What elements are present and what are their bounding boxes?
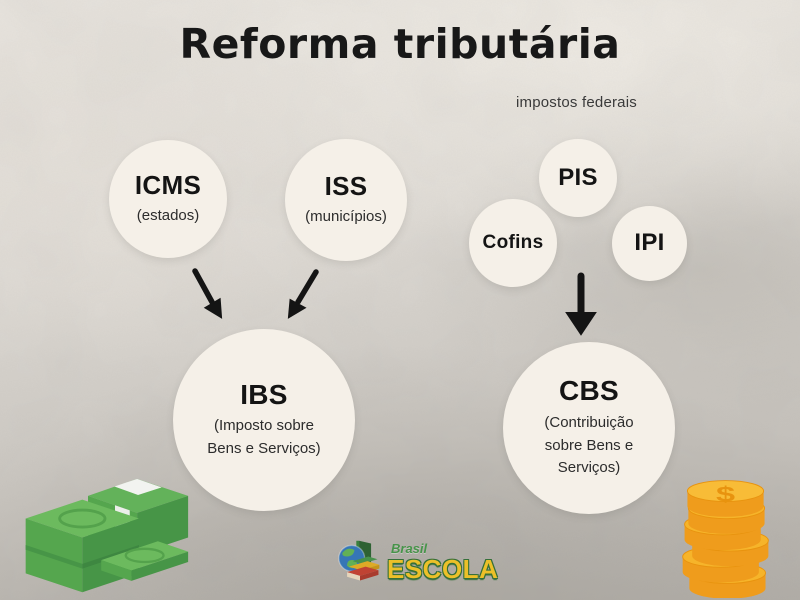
logo-brand-bottom: ESCOLA [387,554,499,584]
svg-text:$: $ [716,483,735,507]
tax-name-pis: PIS [558,163,598,191]
arrow-federal-to-cbs [565,272,597,336]
tax-circle-pis: PIS [539,139,617,217]
arrow-icms-to-ibs [192,268,223,319]
tax-circle-iss: ISS (municípios) [285,139,407,261]
page-title: Reforma tributária [179,20,621,68]
brasil-escola-logo: Brasil ESCOLA [336,538,498,586]
tax-description-cbs: (Contribuição sobre Bens e Serviços) [544,414,634,477]
federal-taxes-group-label: impostos federais [516,94,637,111]
tax-name-icms: ICMS [134,169,202,200]
globe-books-icon [338,540,380,581]
tax-circle-ibs: IBS (Imposto sobre Bens e Serviços) [173,329,355,511]
tax-circle-icms: ICMS (estados) [109,140,227,258]
dollar-sign-icon: $ [716,483,735,507]
tax-name-cofins: Cofins [482,231,544,253]
tax-description-ibs: (Imposto sobre Bens e Serviços) [207,417,321,457]
tax-name-ipi: IPI [634,229,665,257]
money-stack-illustration [25,478,189,593]
logo-text: Brasil ESCOLA [387,542,498,582]
tax-name-cbs: CBS [558,375,620,407]
tax-name-ibs: IBS [240,378,288,410]
tax-circle-ipi: IPI [612,206,687,281]
tax-scope-iss: (municípios) [305,207,387,225]
tax-circle-cbs: CBS (Contribuição sobre Bens e Serviços) [503,342,675,514]
tax-name-iss: ISS [324,170,368,201]
tax-scope-icms: (estados) [136,206,200,224]
arrow-iss-to-ibs [287,269,319,319]
coin-top: $ [686,480,765,517]
coin-stack-illustration: $ [682,480,769,598]
tax-circle-cofins: Cofins [469,199,557,287]
